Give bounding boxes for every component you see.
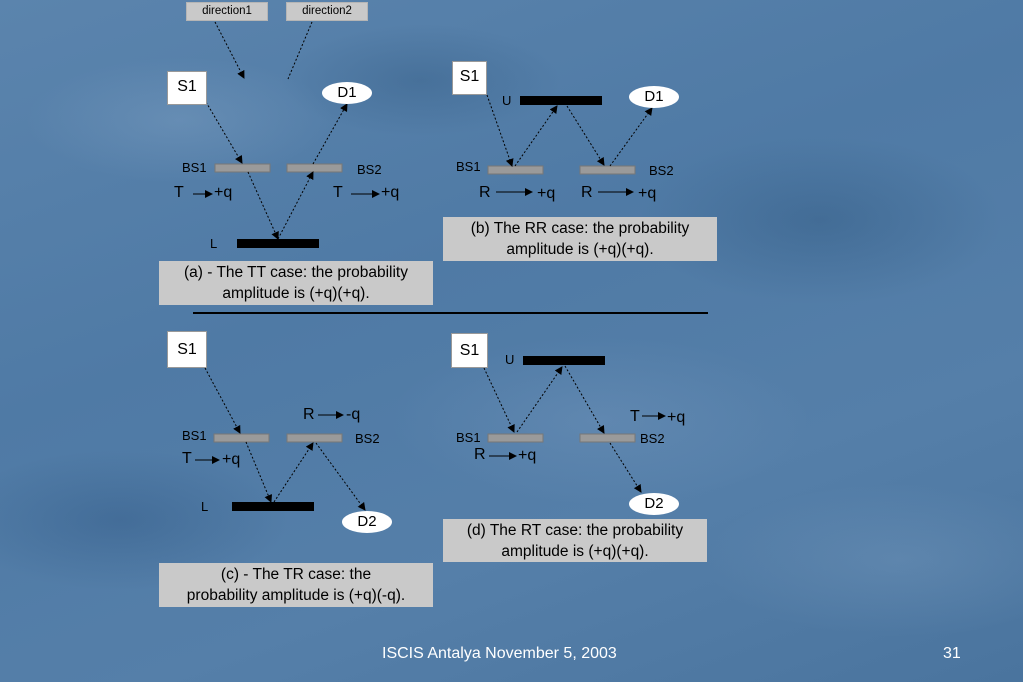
panel-d-mirror	[523, 356, 605, 365]
panel-d-caption: (d) The RT case: the probability amplitu…	[443, 519, 707, 562]
panel-c-caption: (c) - The TR case: the probability ampli…	[159, 563, 433, 607]
panel-a-t1-letter: T	[174, 184, 184, 201]
panel-c-r-value: -q	[346, 406, 361, 423]
panel-b-r2-value: +q	[638, 185, 657, 202]
panel-b-bs2-label: BS2	[649, 163, 674, 178]
panel-b-caption-line1: (b) The RR case: the probability	[470, 220, 690, 237]
panel-c-r-letter: R	[303, 406, 315, 423]
panel-d-r-value: +q	[518, 447, 537, 464]
panel-b-source: S1	[452, 61, 487, 95]
panel-c-bs1-label: BS1	[182, 428, 207, 443]
panel-c-t-letter: T	[182, 450, 192, 467]
panel-a-source: S1	[167, 71, 207, 105]
panel-b-mirror-label: U	[502, 93, 512, 108]
direction2-arrow	[287, 21, 313, 80]
direction1-label: direction1	[186, 2, 268, 21]
panel-a-caption-line2: amplitude is (+q)(+q).	[222, 285, 370, 302]
footer-text: ISCIS Antalya November 5, 2003	[382, 645, 617, 662]
panel-d-source: S1	[451, 333, 488, 368]
panel-a-t2-letter: T	[333, 184, 343, 201]
panel-a-mirror-label: L	[210, 236, 218, 251]
panel-c-t-value: +q	[222, 451, 241, 468]
panel-a-mirror	[237, 239, 319, 248]
panel-d-bs1	[487, 433, 544, 443]
panel-a-t1-value: +q	[214, 184, 233, 201]
panel-a-bs2-label: BS2	[357, 162, 382, 177]
panel-c-mirror-label: L	[201, 499, 209, 514]
panel-c-detector: D2	[342, 511, 392, 533]
panel-a-t2-value: +q	[381, 184, 400, 201]
panel-d-caption-line2: amplitude is (+q)(+q).	[501, 543, 649, 560]
panel-b-bs1	[487, 165, 544, 175]
panel-d-t-value: +q	[667, 409, 686, 426]
panel-d-bs1-label: BS1	[456, 430, 481, 445]
panel-b-bs2	[579, 165, 636, 175]
panel-d-r-letter: R	[474, 446, 486, 463]
panel-c-source: S1	[167, 331, 207, 368]
direction2-label: direction2	[286, 2, 368, 21]
panel-a-bs2	[286, 163, 343, 173]
panel-b-mirror	[520, 96, 602, 105]
panel-d-detector: D2	[629, 493, 679, 515]
panel-a-caption: (a) - The TT case: the probability ampli…	[159, 261, 433, 305]
panel-d-bs2	[579, 433, 636, 443]
panel-b-r1-letter: R	[479, 184, 491, 201]
panel-a-caption-line1: (a) - The TT case: the probability	[184, 264, 408, 281]
panel-d-mirror-label: U	[505, 352, 515, 367]
panel-a-bs1-label: BS1	[182, 160, 207, 175]
panel-d-t-letter: T	[630, 408, 640, 425]
panel-b-caption-line2: amplitude is (+q)(+q).	[506, 241, 654, 258]
panel-d-bs2-label: BS2	[640, 431, 665, 446]
panel-c-caption-line2: probability amplitude is (+q)(-q).	[186, 587, 406, 604]
panel-c-bs2	[286, 433, 343, 443]
panel-c-mirror	[232, 502, 314, 511]
panel-c-bs1	[213, 433, 270, 443]
panel-d-caption-line1: (d) The RT case: the probability	[466, 522, 684, 539]
panel-b-detector: D1	[629, 86, 679, 108]
panel-a-detector: D1	[322, 82, 372, 104]
panel-b-caption: (b) The RR case: the probability amplitu…	[443, 217, 717, 261]
page-number: 31	[943, 645, 961, 662]
panel-a-bs1	[214, 163, 271, 173]
panel-b-r1-value: +q	[537, 185, 556, 202]
panel-c-bs2-label: BS2	[355, 431, 380, 446]
panel-b-r2-letter: R	[581, 184, 593, 201]
direction1-arrow	[214, 21, 245, 79]
panel-c-caption-line1: (c) - The TR case: the	[220, 566, 372, 583]
panel-b-bs1-label: BS1	[456, 159, 481, 174]
